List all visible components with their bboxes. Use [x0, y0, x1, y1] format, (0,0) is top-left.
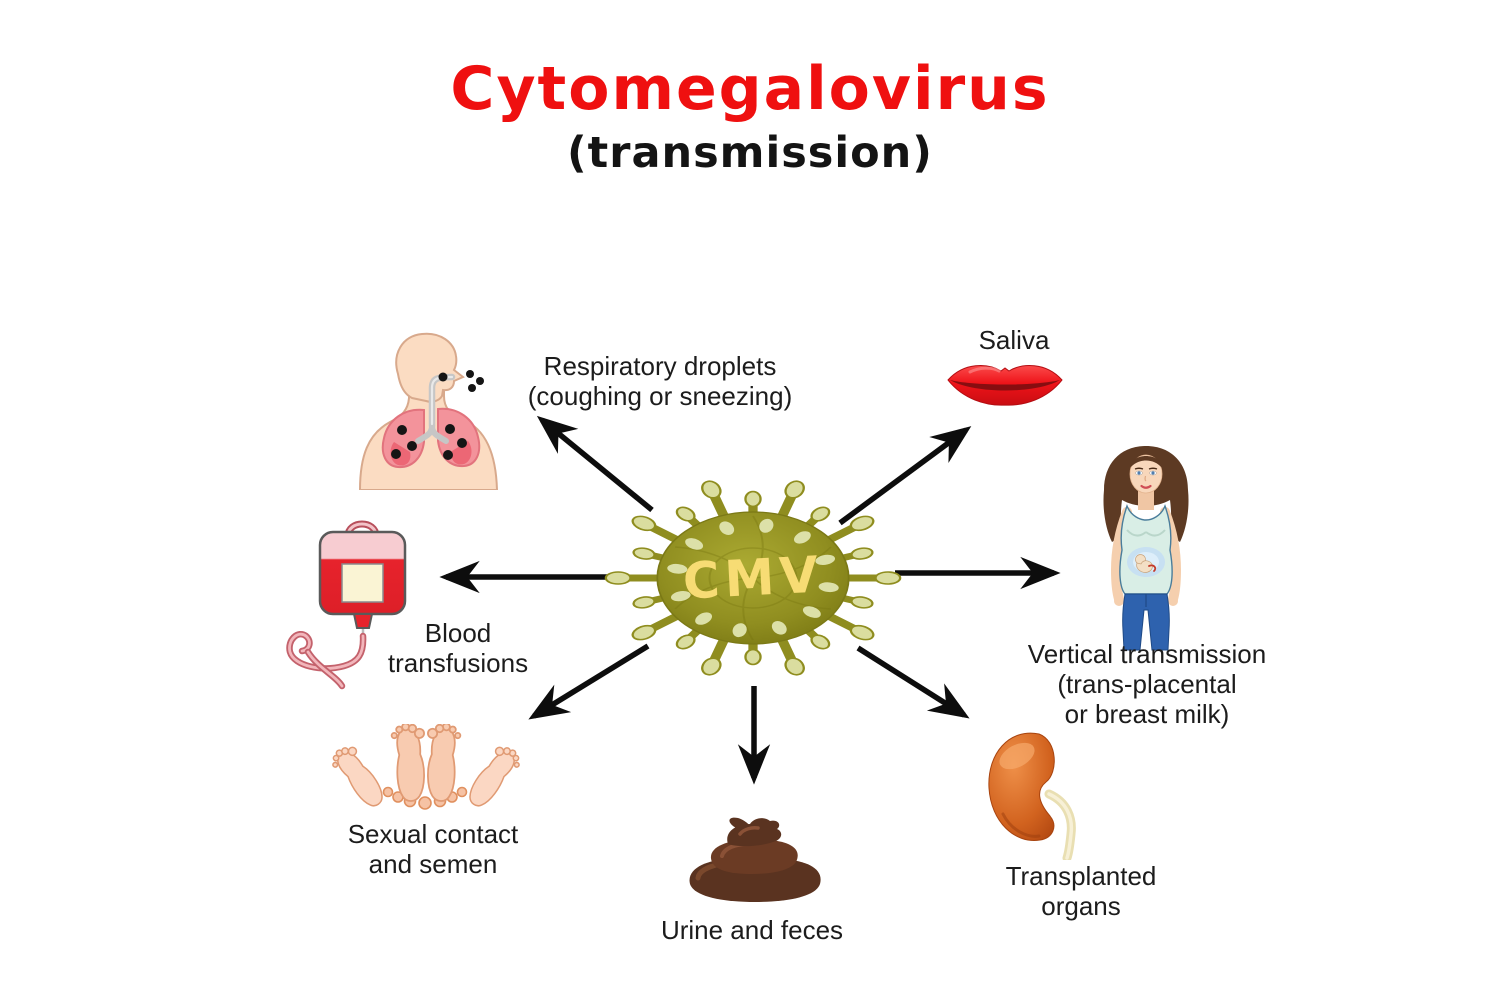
label-sexual-contact: Sexual contact and semen [347, 818, 519, 879]
pregnant-woman-icon [1103, 446, 1189, 651]
virus-label: CMV [682, 545, 825, 610]
arrow-transplanted-organs [856, 645, 970, 719]
lips-icon [947, 365, 1063, 406]
label-saliva: Saliva [978, 324, 1050, 355]
face-features [1134, 467, 1158, 489]
transmission-arrows [439, 415, 1061, 785]
fetus-icon [1135, 554, 1157, 573]
label-respiratory: Respiratory droplets (coughing or sneezi… [527, 350, 793, 411]
droplet-dots [391, 370, 484, 460]
feces-icon [689, 817, 821, 902]
arrow-saliva [838, 426, 972, 526]
cmv-virus-icon: CMV [606, 480, 900, 677]
label-blood-transfusions: Blood transfusions [387, 617, 529, 678]
kidney-icon [988, 732, 1076, 860]
page-title: Cytomegalovirus [450, 54, 1050, 124]
page-subtitle: (transmission) [567, 128, 933, 178]
arrow-sexual-contact [528, 643, 650, 720]
label-urine-feces: Urine and feces [660, 914, 844, 945]
blood-bag-icon [286, 520, 407, 690]
lungs-person-icon [358, 332, 499, 490]
feet-icon [330, 724, 520, 813]
label-transplanted-organs: Transplanted organs [1005, 860, 1157, 921]
label-vertical-transmission: Vertical transmission (trans-placental o… [1027, 638, 1267, 730]
arrow-respiratory [536, 415, 654, 513]
